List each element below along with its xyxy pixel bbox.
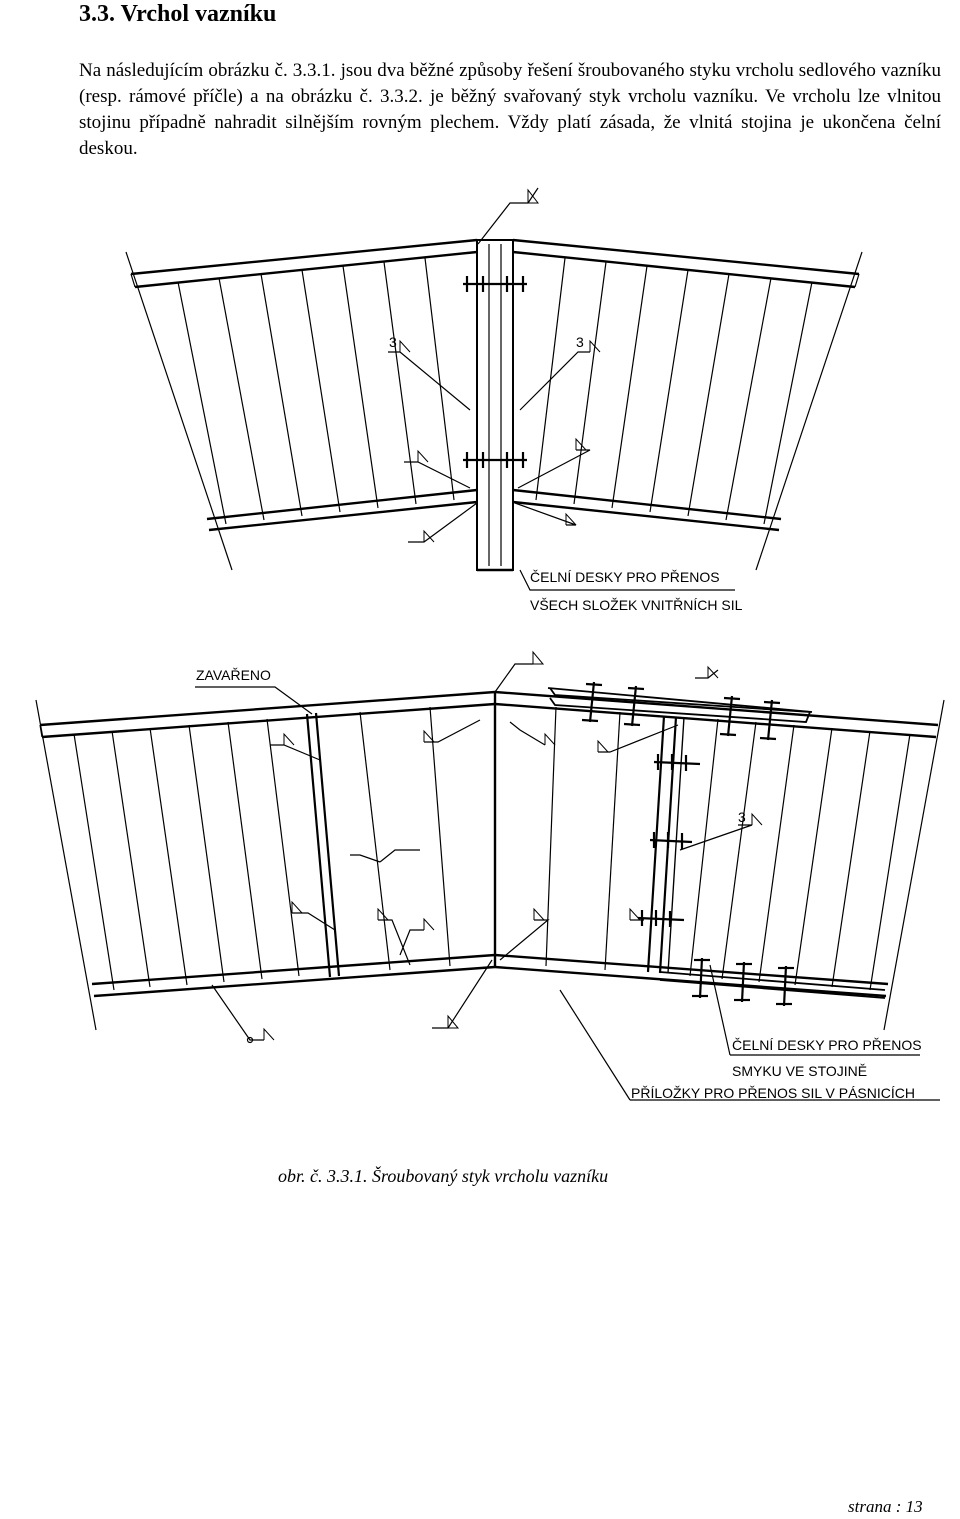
section-heading: 3.3. Vrchol vazníku: [79, 1, 277, 27]
top-drawing: [125, 187, 863, 591]
bottom-label-line3: PŘÍLOŽKY PRO PŘENOS SIL V PÁSNICÍCH: [631, 1085, 915, 1101]
page-number: strana : 13: [848, 1497, 923, 1516]
top-label-line2: VŠECH SLOŽEK VNITŘNÍCH SIL: [530, 597, 743, 613]
top-label-line1: ČELNÍ DESKY PRO PŘENOS: [530, 569, 720, 585]
weld-size-left: 3: [389, 334, 397, 350]
bottom-label-line1: ČELNÍ DESKY PRO PŘENOS: [732, 1037, 922, 1053]
weld-size-right: 3: [576, 334, 584, 350]
figure-caption: obr. č. 3.3.1. Šroubovaný styk vrcholu v…: [278, 1166, 609, 1186]
welded-label: ZAVAŘENO: [196, 667, 271, 683]
bottom-drawing: [35, 650, 945, 1101]
intro-paragraph: Na následujícím obrázku č. 3.3.1. jsou d…: [79, 60, 941, 159]
bottom-weld-size: 3: [738, 809, 746, 825]
bottom-label-line2: SMYKU VE STOJINĚ: [732, 1063, 867, 1079]
